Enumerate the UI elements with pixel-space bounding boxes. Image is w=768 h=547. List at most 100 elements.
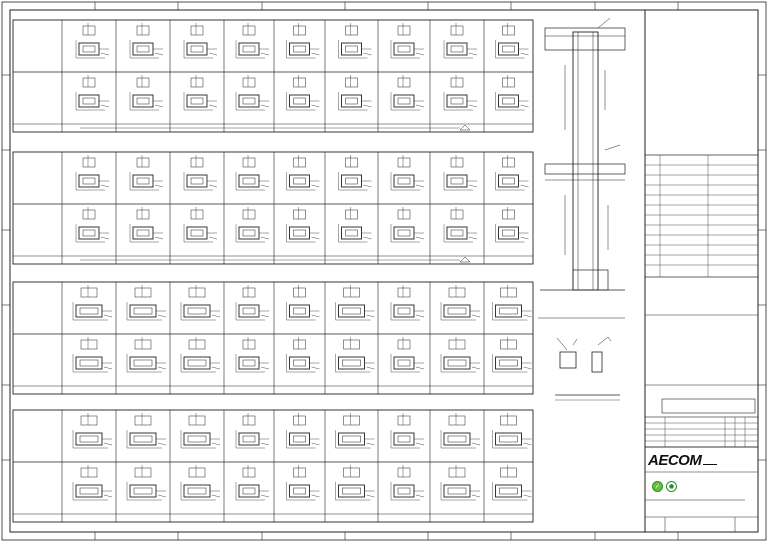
upper-profile [134,339,152,350]
section-core [499,487,518,495]
section-core [242,177,256,185]
leader-line [157,442,167,446]
section-core [397,307,411,315]
upper-profile [242,157,256,168]
section-box [238,42,260,56]
upper-profile [242,25,256,36]
leader-line [468,52,478,56]
section-core [499,435,518,443]
section-box [498,94,519,108]
section-box [238,94,260,108]
section-core [79,487,99,495]
upper-profile [136,25,150,36]
leader-line [260,494,270,498]
section-core [293,229,306,237]
section-core [293,307,306,315]
leader-line [260,366,270,370]
section-core [190,177,204,185]
upper-profile [448,287,466,298]
section-core [397,177,411,185]
upper-profile [190,209,204,220]
leader-line [311,52,320,56]
section-core [242,435,256,443]
upper-profile [242,415,256,426]
section-core [450,45,464,53]
leader-line [415,236,425,240]
section-box [446,42,468,56]
leader-line [154,52,164,56]
upper-profile [500,467,517,478]
section-core [136,97,150,105]
upper-profile [450,77,464,88]
drawing-title-box [661,398,756,414]
section-core [502,45,515,53]
leader-line [103,494,113,498]
leader-line [100,236,110,240]
section-core [242,359,256,367]
section-core [450,97,464,105]
upper-profile [82,77,96,88]
section-core [397,229,411,237]
leader-line [604,144,621,151]
leader-line [154,184,164,188]
section-core [136,229,150,237]
section-core [502,229,515,237]
section-box [289,432,310,446]
leader-line [520,104,529,108]
leader-line [157,494,167,498]
section-box [393,226,415,240]
upper-profile [397,209,411,220]
section-box [238,304,260,318]
detail-leader [597,336,612,346]
section-core [499,307,518,315]
section-core [447,307,467,315]
leader-line [208,52,218,56]
upper-profile [293,287,306,298]
upper-profile [136,77,150,88]
column-body [572,31,599,291]
panel-border [12,281,534,395]
section-box [393,356,415,370]
top-beam [544,27,626,51]
leader-line [311,184,320,188]
leader-line [311,104,320,108]
leader-line [366,366,375,370]
leader-line [468,236,478,240]
leader-line [366,314,375,318]
section-box [498,226,519,240]
upper-profile [80,287,98,298]
section-core [499,359,518,367]
upper-profile [345,157,358,168]
upper-profile [345,209,358,220]
section-core [293,177,306,185]
section-core [242,97,256,105]
upper-profile [190,157,204,168]
upper-profile [500,287,517,298]
leader-line [468,104,478,108]
revision-triangle-icon [459,124,471,131]
upper-profile [397,415,411,426]
revision-triangle-icon [459,256,471,263]
section-core [190,45,204,53]
section-core [447,359,467,367]
section-box [132,174,154,188]
upper-profile [397,25,411,36]
detail-leader [556,337,578,351]
section-core [397,487,411,495]
upper-profile [450,157,464,168]
section-core [82,177,96,185]
leader-line [311,314,320,318]
section-core [342,359,361,367]
elevation-detail [538,17,626,401]
upper-profile [343,287,360,298]
upper-profile [136,209,150,220]
upper-profile [450,25,464,36]
leader-line [103,442,113,446]
signature-grid [644,416,759,448]
schedule-panel [12,19,534,133]
section-box [393,94,415,108]
badge-group: ✓ ● [652,481,677,493]
leader-line [363,104,372,108]
